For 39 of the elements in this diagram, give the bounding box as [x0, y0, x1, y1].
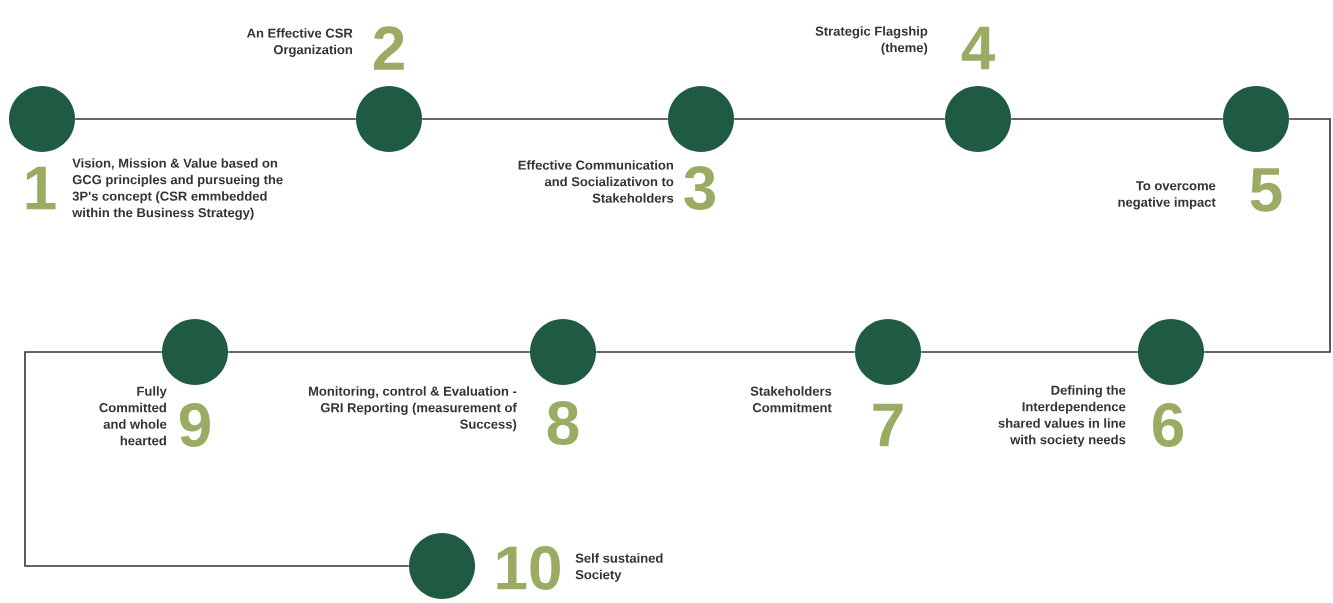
- step-description: Defining the Interdependence shared values in line with society needs: [998, 385, 1126, 447]
- step-number: 7: [873, 403, 903, 447]
- step-circle: [356, 86, 422, 152]
- step-description: To overcome negative impact: [1118, 181, 1216, 210]
- step-number: 1: [26, 166, 56, 210]
- step-number: 6: [1153, 403, 1183, 447]
- step-number: 3: [684, 166, 715, 210]
- step-description: Stakeholders Commitment: [750, 386, 832, 413]
- step-number: 4: [961, 26, 995, 70]
- step-number: 9: [179, 403, 210, 447]
- connector-line: [733, 118, 946, 120]
- step-circle: [945, 86, 1011, 152]
- step-number: 5: [1250, 168, 1282, 212]
- step-description: Fully Committed and whole hearted: [99, 386, 167, 446]
- connector-line: [1010, 118, 1224, 120]
- step-description: Strategic Flagship (theme): [815, 26, 928, 55]
- step-number: 2: [373, 26, 404, 70]
- step-circle: [1138, 319, 1204, 385]
- step-description: Effective Communication and Socializativon to Stakeholders: [518, 160, 674, 203]
- step-number: 8: [547, 401, 579, 445]
- connector-line: [227, 351, 531, 353]
- connector-line: [1203, 118, 1331, 353]
- step-number: 10: [497, 546, 560, 590]
- step-circle: [9, 86, 75, 152]
- step-circle: [855, 319, 921, 385]
- step-circle: [409, 533, 475, 599]
- connector-line: [24, 351, 410, 567]
- step-circle: [1223, 86, 1289, 152]
- connector-line: [74, 118, 357, 120]
- connector-line: [920, 351, 1139, 353]
- step-description: An Effective CSR Organization: [246, 28, 353, 57]
- step-description: Monitoring, control & Evaluation - GRI Reporting (measurement of Success): [308, 386, 517, 432]
- connector-line: [595, 351, 856, 353]
- step-description: Self sustained Society: [575, 553, 663, 582]
- step-circle: [530, 319, 596, 385]
- step-circle: [162, 319, 228, 385]
- step-circle: [668, 86, 734, 152]
- connector-line: [421, 118, 669, 120]
- step-description: Vision, Mission & Value based on GCG principles and pursueing the 3P's concept (CSR emmbedded within the Business Strategy): [72, 158, 283, 220]
